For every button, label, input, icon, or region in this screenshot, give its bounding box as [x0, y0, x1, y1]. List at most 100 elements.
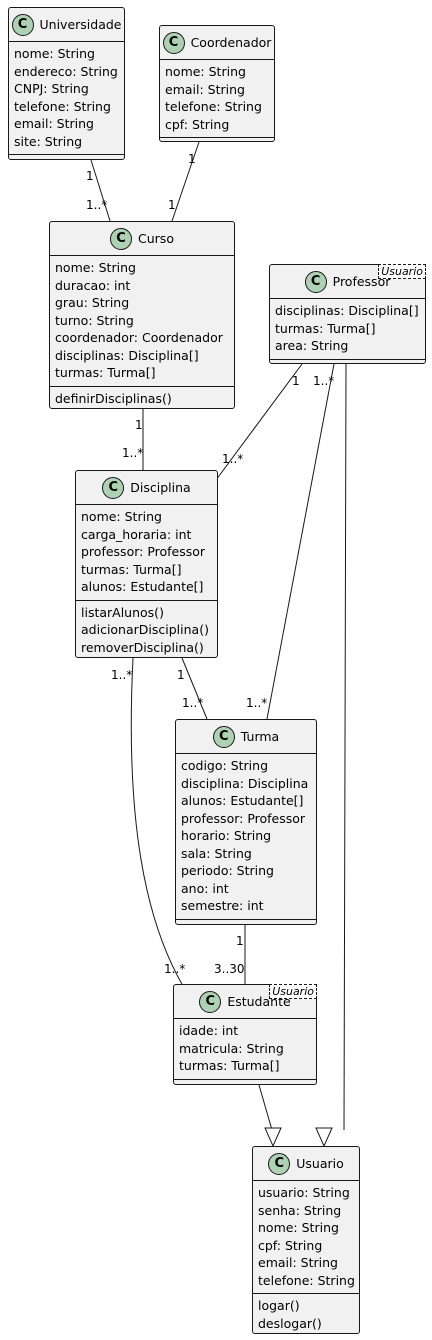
edge-estudante-usuario: [258, 1084, 273, 1131]
methods-compartment: [176, 918, 316, 928]
attribute: grau: String: [55, 295, 130, 310]
methods-compartment: [174, 1078, 316, 1088]
attribute: semestre: int: [181, 898, 264, 913]
attribute: alunos: Estudante[]: [81, 579, 204, 594]
class-icon: C: [268, 1152, 291, 1175]
multiplicity-label: 1: [292, 374, 300, 388]
attribute: professor: Professor: [181, 810, 306, 826]
multiplicity-label: 1: [236, 934, 244, 948]
class-name: Disciplina: [130, 480, 191, 495]
attribute: telefone: String: [14, 98, 111, 114]
class-universidade: C Universidade nome: String endereco: St…: [8, 7, 125, 160]
attribute: turmas: Turma[]: [179, 1058, 280, 1073]
methods-compartment: [160, 137, 274, 146]
method: removerDisciplina(): [81, 639, 204, 655]
attributes-compartment: nome: String duracao: int grau: String t…: [50, 256, 234, 386]
attribute: nome: String: [165, 64, 246, 79]
class-name: Turma: [240, 729, 280, 744]
attribute: senha: String: [258, 1202, 342, 1218]
attribute: telefone: String: [258, 1272, 355, 1288]
stereotype-tag: Usuario: [378, 264, 426, 279]
class-icon: C: [11, 13, 34, 36]
attribute: turmas: Turma[]: [81, 561, 182, 577]
multiplicity-label: 1: [86, 169, 94, 183]
class-disciplina: C Disciplina nome: String carga_horaria:…: [75, 470, 218, 658]
attributes-compartment: nome: String endereco: String CNPJ: Stri…: [9, 42, 124, 154]
class-name: Curso: [138, 231, 174, 246]
attribute: site: String: [14, 133, 83, 149]
multiplicity-label: 3..30: [214, 962, 245, 976]
attributes-compartment: nome: String carga_horaria: int professo…: [76, 505, 217, 600]
multiplicity-label: 1..*: [246, 696, 268, 710]
attribute: duracao: int: [55, 277, 131, 293]
attribute: turno: String: [55, 312, 134, 328]
attribute: alunos: Estudante[]: [181, 793, 304, 808]
multiplicity-label: 1..*: [222, 452, 244, 466]
attribute: disciplinas: Disciplina[]: [55, 347, 199, 363]
attribute: coordenador: Coordenador: [55, 330, 223, 345]
class-name: Coordenador: [190, 35, 272, 50]
edge-professor-disciplina: [215, 363, 303, 481]
class-professor: C Professor Usuario disciplinas: Discipl…: [269, 264, 426, 364]
class-header: C Turma: [176, 720, 316, 754]
class-icon: C: [304, 270, 327, 293]
class-icon: C: [162, 31, 185, 54]
attribute: sala: String: [181, 845, 252, 861]
class-usuario: C Usuario usuario: String senha: String …: [252, 1146, 360, 1334]
class-header: C Disciplina: [76, 471, 217, 505]
attribute: ano: int: [181, 880, 229, 896]
attribute: horario: String: [181, 828, 272, 843]
generalization-arrowhead: [264, 1127, 282, 1148]
attribute: CNPJ: String: [14, 81, 89, 96]
attributes-compartment: idade: int matricula: String turmas: Tur…: [174, 1019, 316, 1079]
attribute: carga_horaria: int: [81, 526, 192, 542]
attributes-compartment: disciplinas: Disciplina[] turmas: Turma[…: [270, 299, 425, 359]
class-icon: C: [110, 227, 133, 250]
class-turma: C Turma codigo: String disciplina: Disci…: [175, 719, 317, 925]
attribute: telefone: String: [165, 99, 262, 114]
attributes-compartment: usuario: String senha: String nome: Stri…: [253, 1181, 359, 1293]
methods-compartment: logar() deslogar(): [253, 1293, 359, 1336]
method: adicionarDisciplina(): [81, 622, 209, 637]
attribute: disciplinas: Disciplina[]: [275, 303, 419, 318]
attribute: idade: int: [179, 1023, 239, 1038]
class-header: C Estudante Usuario: [174, 984, 317, 1019]
method: definirDisciplinas(): [55, 390, 172, 406]
multiplicity-label: 1: [188, 152, 196, 166]
attribute: nome: String: [14, 46, 95, 61]
edge-coordenador-curso: [171, 141, 200, 222]
class-header: C Coordenador: [160, 26, 274, 60]
class-header: C Usuario: [253, 1147, 359, 1181]
class-icon: C: [212, 725, 235, 748]
attribute: disciplina: Disciplina: [181, 775, 309, 791]
generalization-arrowhead: [315, 1127, 333, 1148]
class-header: C Curso: [50, 222, 234, 256]
attribute: periodo: String: [181, 863, 274, 878]
attribute: email: String: [165, 81, 245, 97]
attribute: email: String: [14, 116, 94, 131]
attributes-compartment: codigo: String disciplina: Disciplina al…: [176, 754, 316, 919]
class-icon: C: [199, 990, 222, 1013]
attribute: nome: String: [258, 1220, 339, 1235]
attribute: endereco: String: [14, 63, 118, 79]
stereotype-tag: Usuario: [269, 984, 317, 999]
methods-compartment: [9, 154, 124, 163]
attributes-compartment: nome: String email: String telefone: Str…: [160, 60, 274, 137]
class-header: C Universidade: [9, 8, 124, 42]
edge-disciplina-estudante: [130, 657, 184, 987]
multiplicity-label: 1..*: [164, 962, 186, 976]
edge-disciplina-turma: [181, 657, 208, 720]
attribute: professor: Professor: [81, 544, 206, 559]
edge-professor-usuario: [343, 363, 347, 1131]
methods-compartment: listarAlunos() adicionarDisciplina() rem…: [76, 599, 217, 661]
method: listarAlunos(): [81, 604, 164, 620]
method: deslogar(): [258, 1315, 322, 1331]
class-icon: C: [102, 476, 125, 499]
attribute: cpf: String: [165, 116, 230, 132]
attribute: usuario: String: [258, 1185, 350, 1200]
edge-professor-turma: [266, 363, 335, 720]
class-name: Usuario: [296, 1156, 344, 1171]
class-name: Professor: [332, 274, 391, 289]
